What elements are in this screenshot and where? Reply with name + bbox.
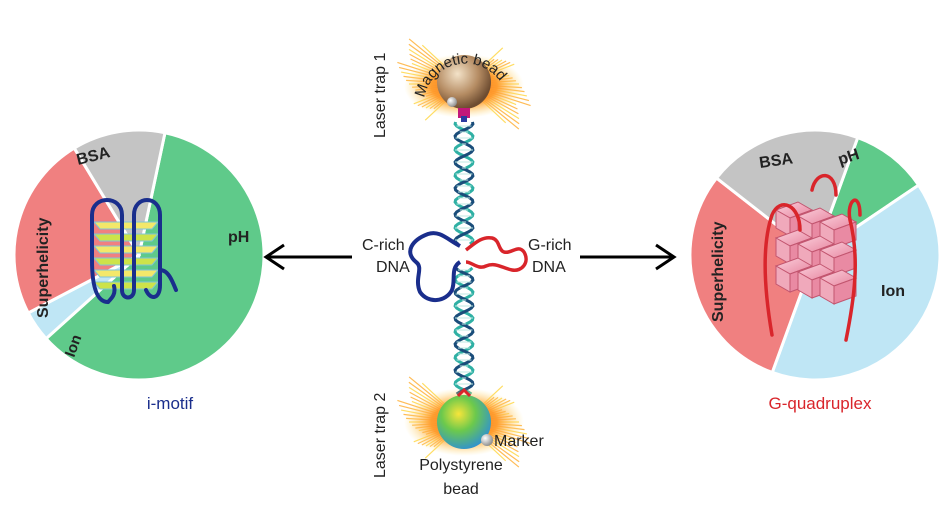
- right-arrow: [580, 243, 677, 271]
- gquadruplex-strand: [763, 173, 862, 342]
- gquadruplex-pie-slices: [688, 128, 942, 382]
- dna-strand-a: [453, 266, 475, 396]
- g-rich-label-line1: G-rich: [528, 237, 572, 254]
- imotif-pie-slices: [12, 128, 266, 382]
- imotif-strand-tail: [106, 268, 178, 304]
- gquadruplex-ion-label: Ion: [881, 283, 905, 300]
- gquadruplex-tetrads: [774, 201, 858, 305]
- left-arrow: [263, 243, 352, 271]
- gquadruplex-bsa-label: BSA: [758, 150, 794, 172]
- c-rich-label-line2: DNA: [376, 259, 410, 276]
- gquadruplex-pie-chart: pH BSA Superhelicity Ion: [688, 128, 942, 382]
- magnetic-bead: [437, 55, 491, 109]
- c-rich-label-line1: C-rich: [362, 237, 405, 254]
- imotif-base-pairs: [92, 221, 160, 290]
- imotif-pie-chart: pH BSA Superhelicity Ion: [12, 128, 266, 382]
- imotif-slice-ph: [43, 130, 266, 382]
- imotif-caption: i-motif: [146, 394, 194, 413]
- g-rich-label-line2: DNA: [532, 259, 566, 276]
- bead-anchor-dot: [447, 97, 457, 107]
- dna-helix-strands: [453, 121, 475, 396]
- laser-trap-2-label: Laser trap 2: [372, 393, 389, 478]
- imotif-base-pair: [92, 233, 160, 242]
- imotif-base-pair: [92, 269, 160, 278]
- gquadruplex-superhelicity-label: Superhelicity: [710, 221, 727, 322]
- imotif-slice-superhelicity: [12, 146, 142, 315]
- g-rich-dna-loop: [464, 235, 528, 272]
- imotif-base-pair: [92, 245, 160, 254]
- c-rich-dna-loop: [408, 231, 462, 302]
- imotif-base-pair: [92, 257, 160, 266]
- gquadruplex-caption: G-quadruplex: [768, 394, 872, 413]
- imotif-strand: [90, 198, 162, 304]
- marker-dot: [481, 434, 493, 446]
- marker-label: Marker: [494, 433, 544, 450]
- gquadruplex-ph-label: pH: [836, 146, 862, 169]
- imotif-base-pair: [92, 221, 160, 230]
- polystyrene-bead: [437, 395, 491, 449]
- bead-linker: [458, 108, 470, 118]
- polystyrene-label-line2: bead: [443, 481, 479, 498]
- laser-trap-2: [397, 376, 531, 468]
- imotif-ion-label: Ion: [62, 332, 86, 359]
- imotif-base-pair: [92, 281, 160, 290]
- dna-double-helix: [408, 121, 528, 396]
- gquadruplex-tetrad-front: [833, 277, 857, 305]
- dna-strand-b: [453, 266, 475, 396]
- gquadruplex-structure: [763, 173, 862, 342]
- imotif-superhelicity-label: Superhelicity: [35, 217, 52, 318]
- laser-trap-1: [397, 38, 531, 130]
- polystyrene-label-line1: Polystyrene: [419, 457, 503, 474]
- laser-trap-1-label: Laser trap 1: [372, 53, 389, 138]
- dna-strand-b: [453, 121, 475, 246]
- imotif-structure: [90, 198, 178, 304]
- gquadruplex-slice-superhelicity: [688, 175, 817, 375]
- imotif-ph-label: pH: [228, 229, 249, 246]
